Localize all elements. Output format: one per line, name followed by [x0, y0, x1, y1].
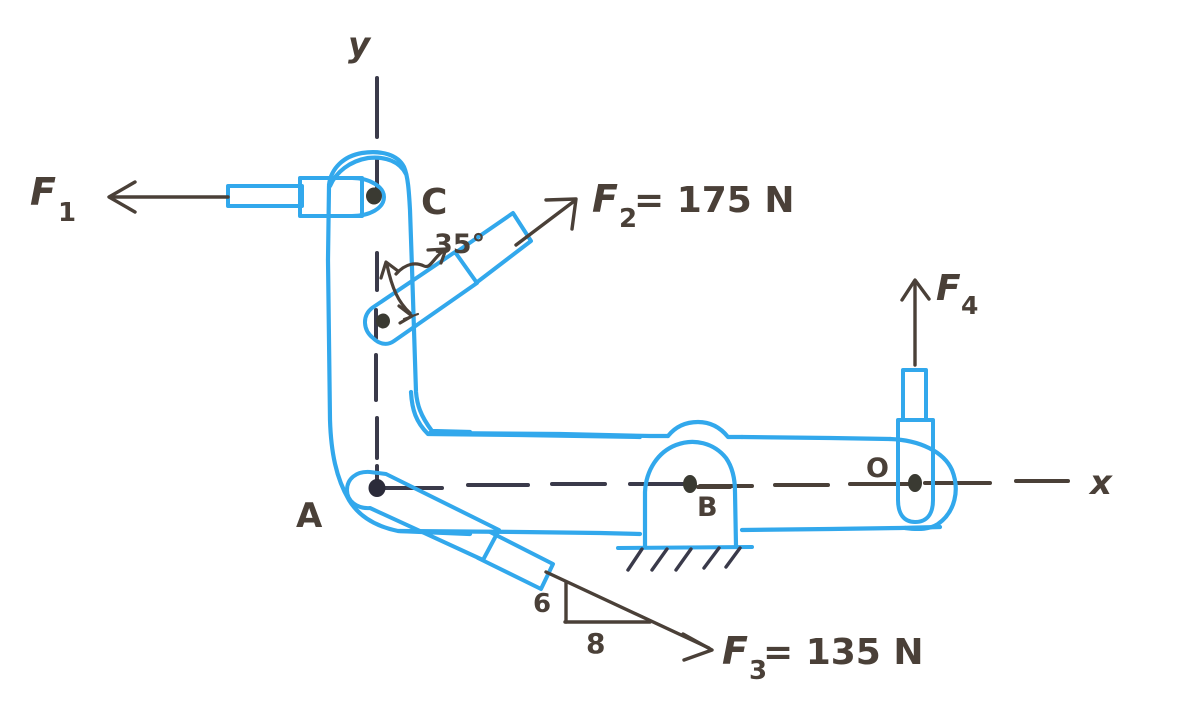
force-subscript-f3: 3: [749, 656, 767, 686]
force-subscript-f4: 4: [961, 291, 978, 320]
pin-dot-a: [368, 479, 386, 497]
y-axis-dashed-line: [374, 76, 379, 492]
cylinder-f3-barrel: [345, 469, 501, 562]
cylinder-f2: [363, 211, 533, 346]
bracket-right-round-end: [887, 436, 958, 532]
cylinder-f1: [226, 176, 386, 218]
force-arrow-f4: F 4: [900, 268, 978, 367]
force-arrow-f2: F 2 = 175 N: [514, 177, 795, 247]
force-arrow-f3: F 3 = 135 N: [544, 570, 924, 686]
x-axis-label: x: [1088, 463, 1113, 503]
point-label-o: O: [866, 453, 889, 484]
force-value-f2: = 175 N: [634, 180, 795, 221]
cylinder-f3-rod: [476, 530, 555, 591]
angle-arc-head-lower: [397, 304, 414, 325]
cylinder-f1-clevis: [350, 176, 386, 218]
y-axis-label: y: [348, 25, 372, 65]
support-b-ground-line: [616, 545, 754, 550]
point-label-c: C: [421, 182, 447, 223]
force-label-f1: F: [30, 170, 56, 214]
pin-dot-f2-attach: [376, 313, 390, 329]
bracket-outer-top-right-edge: [326, 150, 473, 435]
pin-dot-b: [683, 475, 697, 493]
force-subscript-f1: 1: [58, 198, 76, 228]
force-arrow-f1: F 1: [30, 170, 230, 228]
pin-dot-c: [366, 187, 382, 205]
slope-label-run: 8: [586, 627, 605, 660]
force-subscript-f2: 2: [619, 204, 637, 234]
cylinder-f4: [896, 368, 935, 524]
force-arrow-f2-shaft: [514, 200, 575, 247]
support-b-pier: [642, 439, 739, 549]
cylinder-f1-rod: [226, 184, 304, 208]
bracket-inner-corner: [408, 389, 643, 440]
angle-label-35: 35°: [434, 229, 485, 260]
bracket-horizontal-top-left: [427, 430, 671, 439]
pin-dot-o: [908, 474, 922, 492]
force-label-f3: F: [722, 629, 748, 673]
cylinder-f2-barrel: [363, 250, 479, 346]
angle-leader-line: [394, 250, 444, 276]
bracket-cap-at-c: [327, 155, 409, 189]
force-value-f3: = 135 N: [763, 632, 924, 673]
angle-arc-35: [385, 263, 412, 315]
cylinder-f3: [345, 469, 555, 591]
slope-label-rise: 6: [533, 589, 551, 619]
cylinder-f4-rod: [901, 368, 928, 422]
bracket-horizontal-top-right: [739, 434, 893, 442]
bell-crank-bracket: [325, 150, 958, 537]
force-arrow-f4-head: [900, 278, 931, 302]
force-label-f2: F: [592, 177, 618, 221]
force-arrow-f1-head: [107, 180, 137, 214]
force-label-f4: F: [936, 268, 961, 309]
angle-leader-arrowhead: [426, 247, 448, 265]
bracket-horizontal-bottom-left: [397, 528, 643, 537]
cylinder-f4-barrel: [896, 418, 935, 524]
point-label-a: A: [296, 496, 323, 536]
force-arrow-f3-head: [681, 632, 714, 662]
bracket-top-bump-over-b: [665, 419, 745, 440]
support-b-hatching: [626, 546, 742, 572]
pin-markers: C A O: [296, 182, 922, 536]
cylinder-f2-rod: [453, 211, 533, 285]
point-label-b: B: [697, 492, 718, 523]
slope-triangle-f3: 6 8: [533, 580, 652, 660]
angle-annotation-35: 35°: [379, 229, 485, 325]
force-arrow-f2-head: [544, 197, 578, 231]
angle-arc-head-upper: [379, 260, 400, 280]
force-arrow-f3-shaft: [544, 570, 711, 650]
support-b: B: [616, 439, 754, 572]
